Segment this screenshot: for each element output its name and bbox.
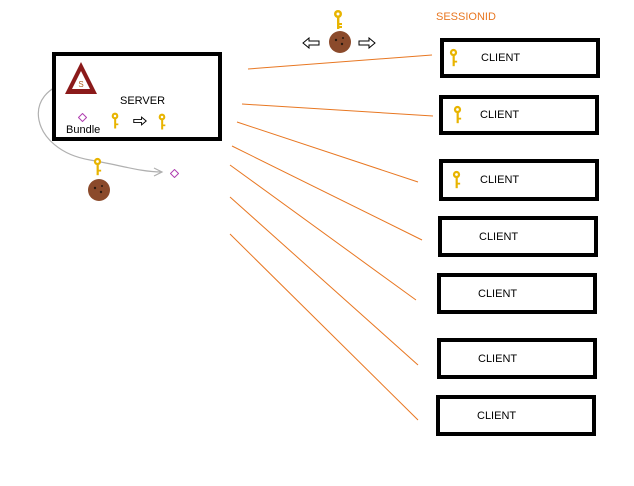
connector-line [236, 121, 419, 183]
client-label: CLIENT [477, 410, 517, 422]
key-icon [158, 113, 166, 130]
connector-line [229, 233, 419, 421]
client-label: CLIENT [478, 353, 518, 365]
connector-lines [229, 54, 434, 421]
cookie-icon [329, 31, 351, 53]
arrow-right-icon [358, 37, 376, 49]
key-icon [453, 105, 462, 124]
connector-line [231, 145, 423, 241]
client-label: CLIENT [479, 231, 519, 243]
server-label: SERVER [120, 95, 166, 107]
client-box-2: CLIENT [439, 95, 599, 135]
client-box-6: CLIENT [437, 338, 597, 379]
connector-line [247, 54, 433, 70]
client-label: CLIENT [481, 52, 521, 64]
client-label: CLIENT [478, 288, 518, 300]
client-box-4: CLIENT [438, 216, 598, 257]
connector-line [229, 196, 419, 366]
diamond-icon [170, 169, 179, 178]
client-box-5: CLIENT [437, 273, 597, 314]
arrow-left-icon [302, 37, 320, 49]
client-box-3: CLIENT [439, 159, 599, 201]
sessionid-label: SESSIONID [436, 11, 496, 23]
client-label: CLIENT [480, 109, 520, 121]
diamond-icon [78, 113, 87, 122]
key-icon [111, 112, 119, 129]
client-box-1: CLIENT [440, 38, 600, 78]
bundle-label: Bundle [66, 124, 101, 136]
key-icon [449, 48, 458, 67]
curved-arrow [37, 81, 163, 173]
connector-line [241, 103, 434, 117]
key-icon [93, 157, 102, 176]
key-icon [334, 10, 342, 29]
key-icon [452, 170, 461, 189]
arrow-right-icon [133, 116, 147, 126]
arrow-head [153, 167, 164, 177]
triangle-symbol: S [78, 80, 83, 89]
cookie-icon [88, 179, 110, 201]
client-box-7: CLIENT [436, 395, 596, 436]
connector-line [229, 164, 417, 301]
client-label: CLIENT [480, 174, 520, 186]
warning-triangle-icon: S [65, 62, 97, 94]
